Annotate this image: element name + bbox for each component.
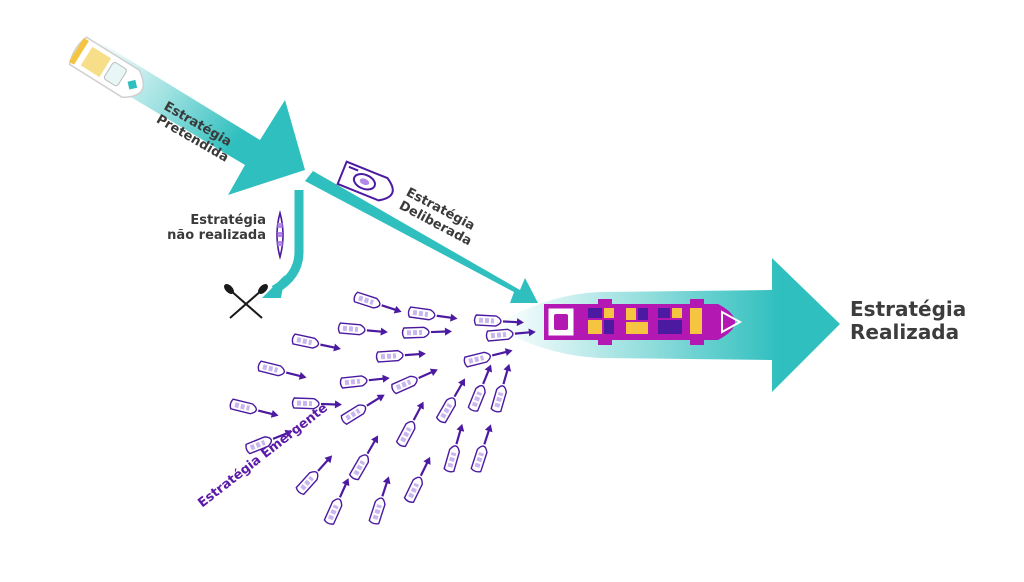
small-boat-icon (434, 374, 471, 425)
small-boat-icon (256, 359, 309, 384)
small-boat-icon (469, 421, 497, 475)
small-boat-icon (228, 397, 281, 422)
small-boat-icon (389, 363, 441, 396)
small-boat-icon (338, 371, 392, 390)
unrealized-strategy-arrow (262, 190, 304, 298)
small-boat-icon (351, 290, 405, 318)
small-boat-icon (375, 347, 428, 364)
small-boat-icon (338, 389, 389, 427)
small-boat-icon (322, 475, 355, 527)
small-boat-icon (290, 332, 344, 355)
small-boat-icon (402, 453, 436, 505)
small-boat-icon (462, 344, 515, 369)
small-boat-icon (406, 305, 460, 325)
canoe-icon (276, 209, 284, 261)
small-boat-icon (336, 321, 390, 339)
emergent-boats (228, 290, 538, 527)
small-boat-icon (401, 325, 454, 340)
speedboat-icon (336, 160, 394, 202)
crossed-oars-icon (224, 284, 268, 319)
cargo-ship-icon (544, 299, 743, 345)
small-boat-icon (442, 421, 469, 474)
small-boat-icon (466, 361, 497, 414)
realized-strategy-label: Estratégia Realizada (850, 297, 967, 344)
small-boat-icon (367, 473, 395, 527)
yacht-icon (68, 36, 144, 98)
small-boat-icon (347, 431, 384, 482)
unrealized-strategy-label: Estratégia não realizada (167, 213, 266, 243)
small-boat-icon (294, 450, 337, 497)
small-boat-icon (394, 398, 430, 449)
deliberate-strategy-arrow (305, 171, 538, 303)
small-boat-icon (489, 361, 516, 414)
